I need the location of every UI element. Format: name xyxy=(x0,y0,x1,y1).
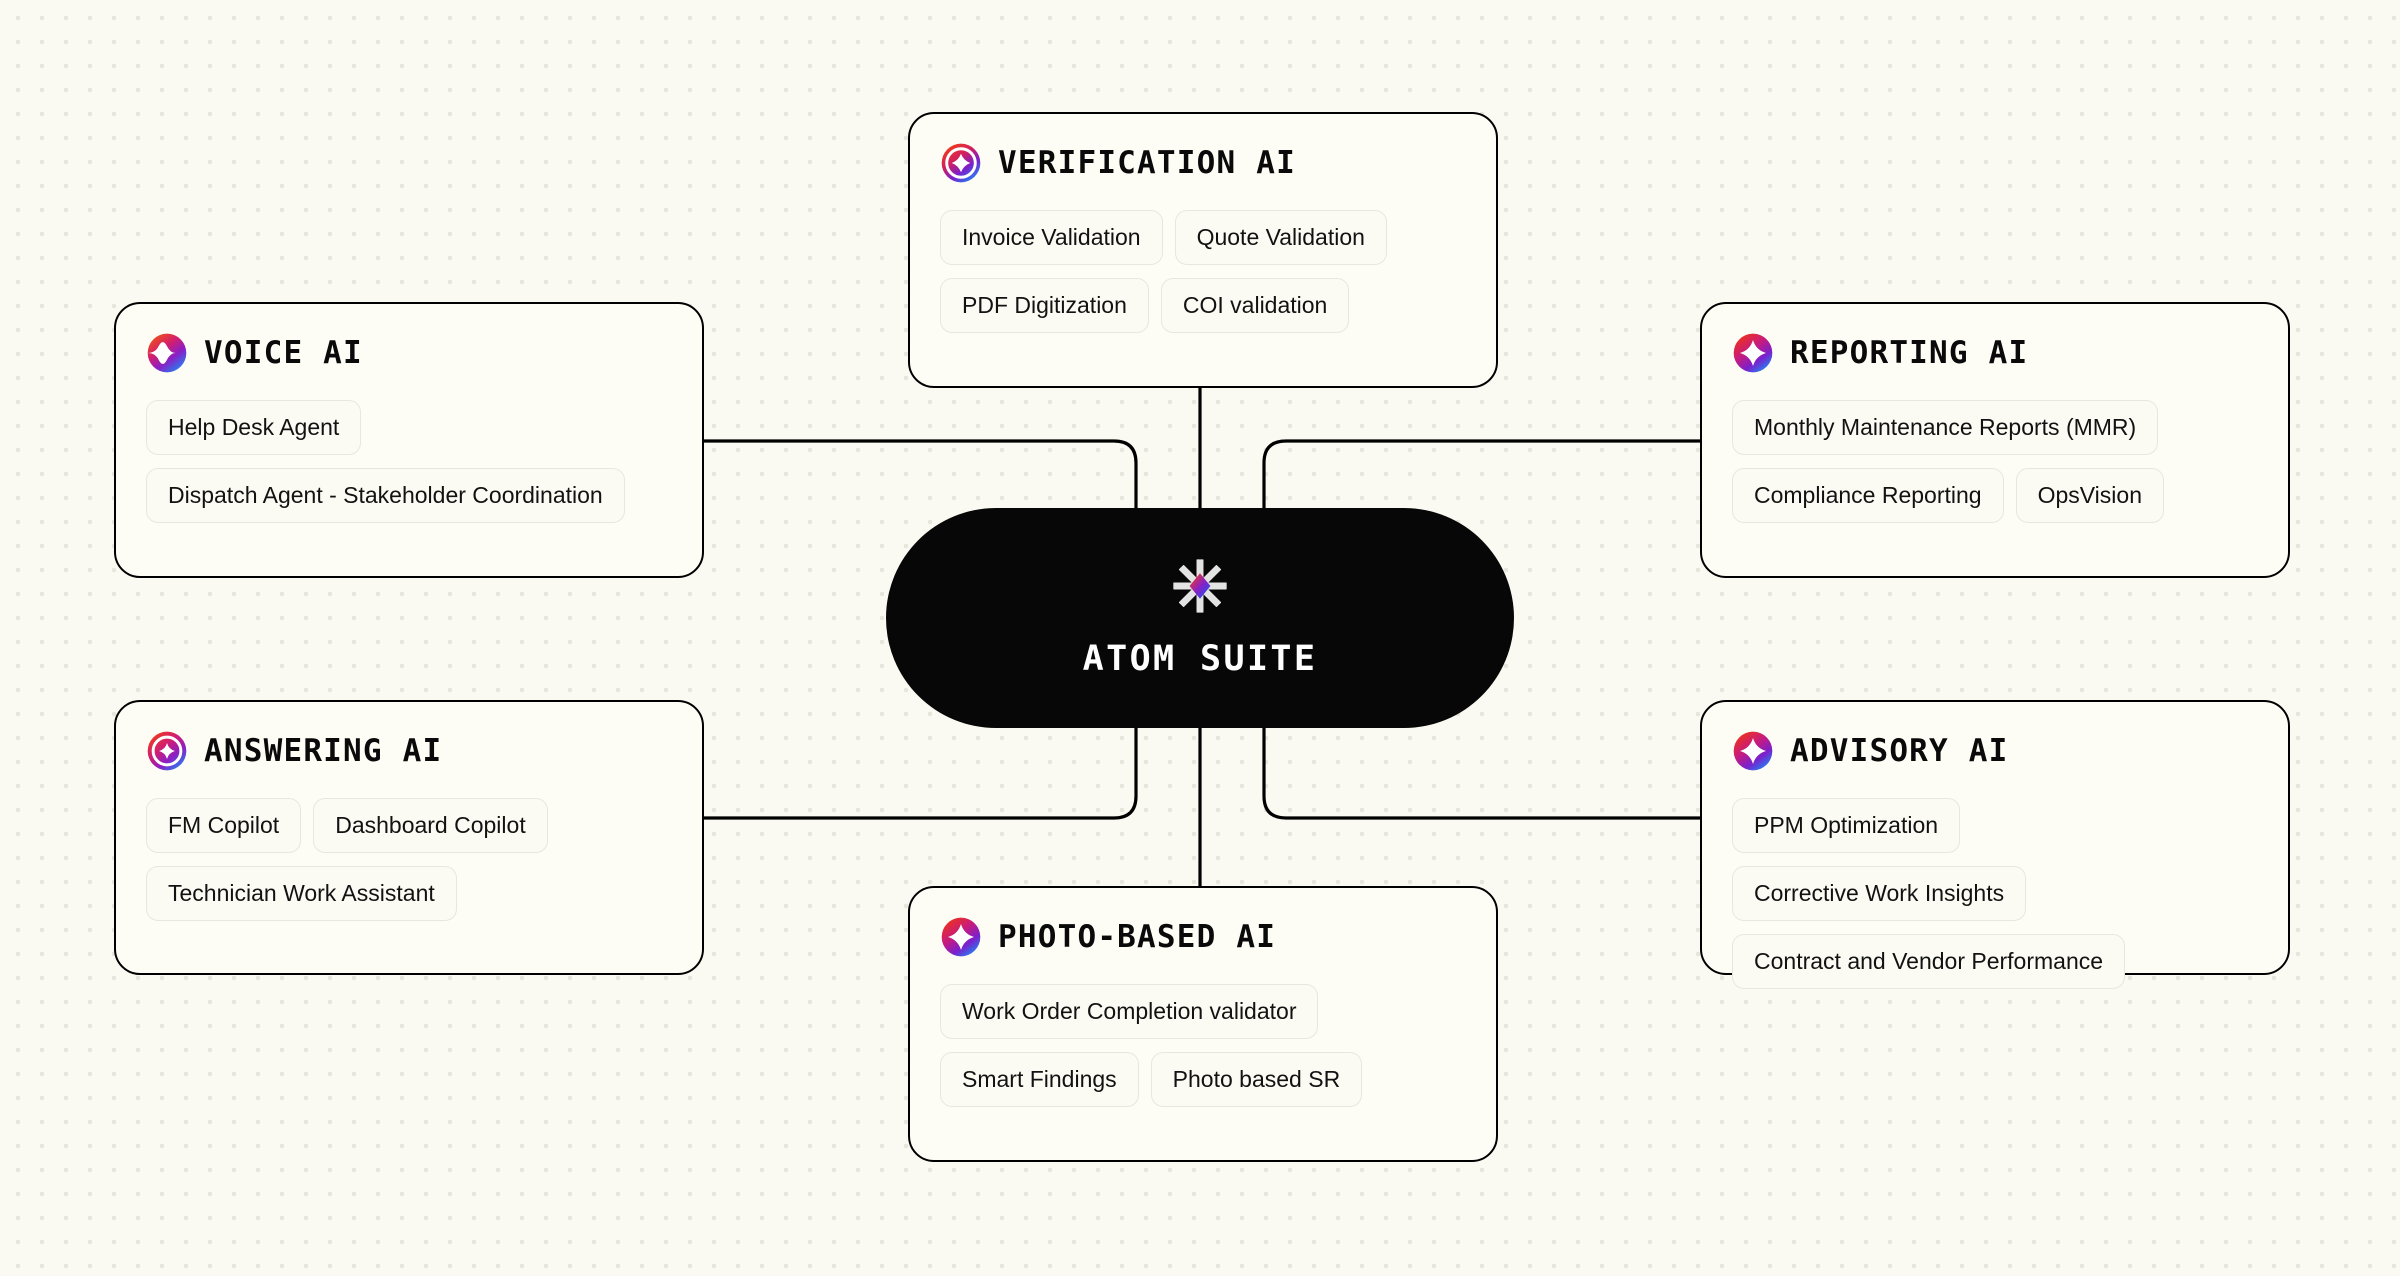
card-title: ANSWERING AI xyxy=(204,733,443,769)
advisory-spark-gradient-icon xyxy=(1733,731,1773,771)
connector-hub-to-answering xyxy=(704,724,1138,820)
voice-wave-gradient-icon xyxy=(147,333,187,373)
answering-spark-gradient-icon xyxy=(147,731,187,771)
connector-hub-to-voice xyxy=(704,439,1138,512)
card-photo-based-ai[interactable]: PHOTO-BASED AI Work Order Completion val… xyxy=(908,886,1498,1162)
card-header: ADVISORY AI xyxy=(1732,730,2258,772)
card-title: PHOTO-BASED AI xyxy=(998,919,1277,955)
chip-item[interactable]: OpsVision xyxy=(2015,468,2164,524)
card-answering-ai[interactable]: ANSWERING AI FM Copilot Dashboard Copilo… xyxy=(114,700,704,975)
chip-group: FM Copilot Dashboard Copilot Technician … xyxy=(146,798,672,922)
card-header: PHOTO-BASED AI xyxy=(940,916,1466,958)
chip-item[interactable]: Monthly Maintenance Reports (MMR) xyxy=(1732,400,2159,456)
chip-item[interactable]: Invoice Validation xyxy=(940,210,1163,266)
chip-item[interactable]: Photo based SR xyxy=(1150,1052,1363,1108)
card-title: VOICE AI xyxy=(204,335,363,371)
chip-item[interactable]: PPM Optimization xyxy=(1732,798,1961,854)
chip-group: Work Order Completion validator Smart Fi… xyxy=(940,984,1466,1108)
chip-group: Invoice Validation Quote Validation PDF … xyxy=(940,210,1466,334)
card-verification-ai[interactable]: VERIFICATION AI Invoice Validation Quote… xyxy=(908,112,1498,388)
connector-hub-to-reporting xyxy=(1262,439,1700,512)
atom-starburst-icon xyxy=(1173,559,1227,613)
chip-item[interactable]: Compliance Reporting xyxy=(1732,468,2004,524)
hub-atom-suite[interactable]: ATOM SUITE xyxy=(886,508,1514,728)
card-header: VERIFICATION AI xyxy=(940,142,1466,184)
hub-title: ATOM SUITE xyxy=(1082,639,1318,679)
card-advisory-ai[interactable]: ADVISORY AI PPM Optimization Corrective … xyxy=(1700,700,2290,990)
card-header: ANSWERING AI xyxy=(146,730,672,772)
connector-hub-to-advisory xyxy=(1262,724,1700,820)
card-reporting-ai[interactable]: REPORTING AI Monthly Maintenance Reports… xyxy=(1700,302,2290,578)
chip-item[interactable]: Work Order Completion validator xyxy=(940,984,1319,1040)
verification-ring-gradient-icon xyxy=(941,143,981,183)
card-title: REPORTING AI xyxy=(1790,335,2029,371)
card-voice-ai[interactable]: VOICE AI Help Desk Agent Dispatch Agent … xyxy=(114,302,704,578)
chip-group: Monthly Maintenance Reports (MMR) Compli… xyxy=(1732,400,2258,524)
chip-item[interactable]: Technician Work Assistant xyxy=(146,866,457,922)
chip-item[interactable]: Help Desk Agent xyxy=(146,400,362,456)
chip-group: Help Desk Agent Dispatch Agent - Stakeho… xyxy=(146,400,672,524)
chip-group: PPM Optimization Corrective Work Insight… xyxy=(1732,798,2258,990)
chip-item[interactable]: Dashboard Copilot xyxy=(313,798,548,854)
card-header: VOICE AI xyxy=(146,332,672,374)
chip-item[interactable]: FM Copilot xyxy=(146,798,302,854)
card-title: VERIFICATION AI xyxy=(998,145,1296,181)
chip-item[interactable]: Quote Validation xyxy=(1174,210,1387,266)
chip-item[interactable]: Contract and Vendor Performance xyxy=(1732,934,2126,990)
chip-item[interactable]: COI validation xyxy=(1160,278,1350,334)
card-title: ADVISORY AI xyxy=(1790,733,2009,769)
photo-spark-gradient-icon xyxy=(941,917,981,957)
card-header: REPORTING AI xyxy=(1732,332,2258,374)
chip-item[interactable]: PDF Digitization xyxy=(940,278,1149,334)
chip-item[interactable]: Smart Findings xyxy=(940,1052,1139,1108)
chip-item[interactable]: Corrective Work Insights xyxy=(1732,866,2027,922)
reporting-spark-gradient-icon xyxy=(1733,333,1773,373)
chip-item[interactable]: Dispatch Agent - Stakeholder Coordinatio… xyxy=(146,468,625,524)
